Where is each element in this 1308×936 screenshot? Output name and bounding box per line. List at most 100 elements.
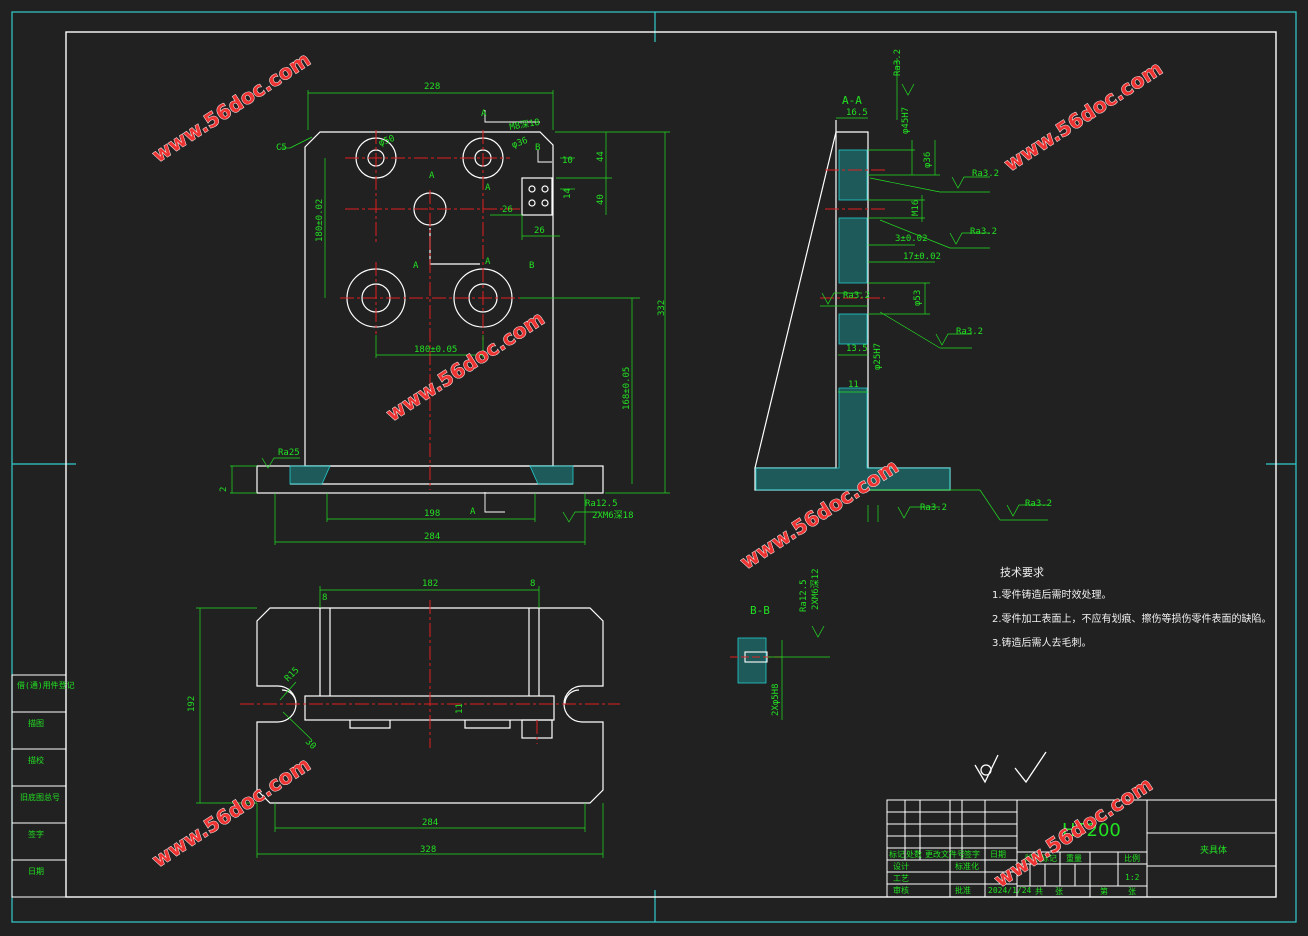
ra-3: Ra3.2 — [956, 327, 983, 337]
dim-thread: M8深18 — [509, 117, 541, 133]
dim-d6: 10 — [562, 156, 573, 166]
label-a-bottom: A — [470, 507, 476, 517]
dim-chamfer: C5 — [276, 143, 287, 153]
label-b-2: B — [529, 261, 534, 271]
bb-ra: Ra12.5 — [799, 579, 809, 612]
ra-4: Ra3.2 — [1025, 499, 1052, 509]
label-a-top: A — [481, 109, 487, 119]
tb-approve: 批准 — [955, 885, 971, 895]
dim-sec-phi3: φ53 — [913, 290, 923, 306]
dim-base2: 284 — [424, 532, 440, 542]
tb-material: HT200 — [1062, 820, 1121, 841]
dim-plan-b1: 284 — [422, 818, 438, 828]
tb-sign: 签字 — [964, 849, 980, 859]
label-a-4: A — [485, 257, 491, 267]
section-aa-view: A-A — [754, 49, 1052, 522]
ra-1: Ra3.2 — [972, 169, 999, 179]
dim-d4: 26 — [502, 205, 513, 215]
dim-plan-r: R15 — [283, 666, 302, 685]
side-label-0: 借(通)用件登记 — [17, 680, 75, 690]
tb-designer: 设计 — [893, 861, 909, 871]
sheet-frame — [11, 11, 1297, 923]
dim-phi1: φ50 — [378, 134, 397, 149]
tech-requirements: 技术要求 1.零件铸造后需时效处理。 2.零件加工表面上，不应有划痕、擦伤等损伤… — [992, 566, 1272, 649]
tb-std: 标准化 — [955, 861, 979, 871]
tech-item-2: 2.零件加工表面上，不应有划痕、擦伤等损伤零件表面的缺陷。 — [992, 612, 1272, 625]
dim-sec-a: 3±0.02 — [895, 234, 928, 244]
dim-sec-c: 13.5 — [846, 344, 868, 354]
dim-base1: 198 — [424, 509, 440, 519]
dim-sec-phi1: φ45H7 — [901, 107, 911, 134]
section-aa-label: A-A — [842, 94, 862, 107]
roughness-symbols — [974, 751, 1047, 784]
plan-view: 182 8 8 192 284 328 R15 30 11 — [187, 579, 620, 858]
dim-d2: 40 — [596, 194, 606, 205]
dim-top-width: 228 — [424, 82, 440, 92]
tb-checker: 审核 — [893, 885, 909, 895]
dim-sec-b: 17±0.02 — [903, 252, 941, 262]
tb-count: 处数 — [906, 849, 922, 859]
tb-scale: 1:2 — [1125, 873, 1140, 882]
tb-part-name: 夹具体 — [1200, 844, 1227, 856]
dim-plan-h: 192 — [187, 696, 197, 712]
side-label-2: 描校 — [28, 755, 44, 765]
ra-7: Ra3.2 — [893, 49, 903, 76]
section-bb-view: B-B Ra12.5 2XM6深12 2Xφ5H8 — [730, 568, 830, 720]
dim-phi2: φ36 — [511, 136, 530, 151]
tech-item-1: 1.零件铸造后需时效处理。 — [992, 588, 1112, 601]
dim-ra25: Ra25 — [278, 448, 300, 458]
watermark-2: www.56doc.com — [1000, 56, 1167, 176]
side-label-5: 日期 — [28, 867, 44, 876]
dim-d1: 44 — [596, 151, 606, 162]
dim-thread2: 2XM6深18 — [592, 510, 634, 521]
dim-plan-b2: 328 — [420, 845, 436, 855]
watermark-1: www.56doc.com — [148, 47, 315, 167]
dim-hole-dist2: 180±0.05 — [414, 345, 457, 355]
ra-2: Ra3.2 — [970, 227, 997, 237]
dim-plan-t: 11 — [455, 703, 465, 714]
inner-frame — [65, 31, 1277, 898]
label-a-1: A — [429, 171, 435, 181]
front-dims: 228 C5 332 168±0.05 180±0.05 180±0.02 44… — [219, 82, 667, 542]
tb-stage: 阶段标记 — [1025, 853, 1057, 863]
watermark-3: www.56doc.com — [382, 306, 549, 426]
tb-sheet-c: 第 — [1100, 886, 1108, 896]
dim-d5: 26 — [534, 226, 545, 236]
front-view: 228 C5 332 168±0.05 180±0.05 180±0.02 44… — [219, 82, 670, 545]
tb-process: 工艺 — [893, 874, 909, 883]
title-block: 标记 处数 更改文件号 签字 日期 设计 审核 工艺 标准化 批准 2024/1… — [886, 799, 1277, 898]
dim-sec-w: 16.5 — [846, 108, 868, 118]
section-bb-label: B-B — [750, 604, 770, 617]
tb-scale-label: 比例 — [1124, 853, 1140, 863]
ra-5: Ra3.2 — [920, 503, 947, 513]
dim-plan-w1: 182 — [422, 579, 438, 589]
dim-sec-d: 11 — [848, 380, 859, 390]
bb-thread: 2XM6深12 — [810, 568, 821, 610]
dim-d3: 14 — [563, 188, 573, 199]
dim-sec-phi2: φ36 — [923, 152, 933, 168]
tb-mark: 标记 — [889, 849, 905, 859]
tech-title: 技术要求 — [1000, 566, 1044, 579]
tb-date: 2024/1/24 — [988, 886, 1032, 895]
dim-plan-w2: 8 — [530, 579, 535, 589]
dim-vert1: 180±0.02 — [315, 199, 325, 242]
ra-6: Ra3.2 — [843, 291, 870, 301]
dim-hole-dist: 168±0.05 — [622, 367, 632, 410]
tb-date-label: 日期 — [990, 850, 1006, 859]
label-b-1: B — [535, 143, 540, 153]
tb-sheet-d: 张 — [1128, 887, 1136, 896]
tb-sheet-a: 共 — [1035, 887, 1043, 896]
section-aa-dims: 16.5 φ45H7 φ36 M16 3±0.02 17±0.02 φ53 13… — [843, 49, 1052, 513]
dim-plan-l: 30 — [303, 737, 318, 752]
dim-height-total: 332 — [657, 300, 667, 316]
tech-item-3: 3.铸造后需人去毛刺。 — [992, 636, 1092, 649]
side-label-1: 描图 — [28, 718, 44, 728]
dim-plan-w3: 8 — [322, 593, 327, 603]
side-label-4: 签字 — [28, 829, 44, 839]
tb-weight: 重量 — [1066, 853, 1082, 863]
label-a-3: A — [413, 261, 419, 271]
side-column: 借(通)用件登记 描图 描校 旧底图总号 签字 日期 — [11, 674, 75, 898]
side-label-3: 旧底图总号 — [20, 792, 60, 802]
